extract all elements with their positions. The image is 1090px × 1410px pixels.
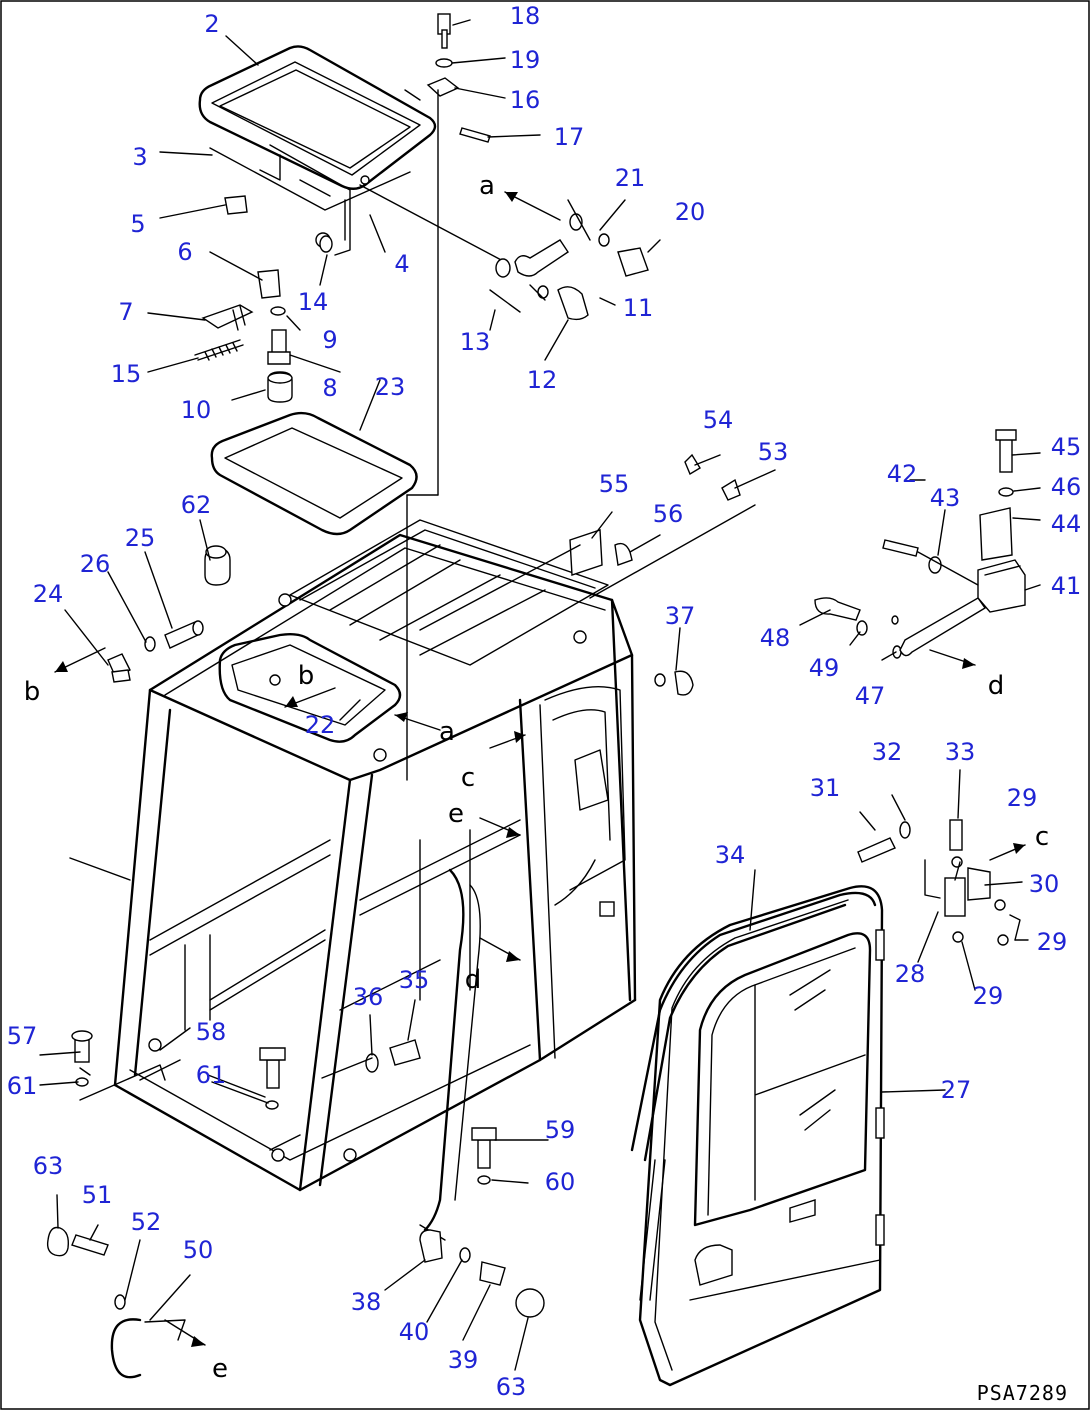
callout: 9	[322, 326, 337, 354]
callout: 39	[448, 1346, 479, 1374]
view-letter: c	[461, 763, 475, 793]
callout: 59	[545, 1116, 576, 1144]
callout: 28	[895, 960, 926, 988]
callout: 58	[196, 1018, 227, 1046]
callout: 30	[1029, 870, 1060, 898]
callout: 7	[118, 298, 133, 326]
drawing-code: PSA7289	[977, 1381, 1068, 1405]
callout: 29	[1007, 784, 1038, 812]
callout: 23	[375, 373, 406, 401]
view-letter: c	[1035, 822, 1049, 852]
callout: 12	[527, 366, 558, 394]
callout: 44	[1051, 510, 1082, 538]
callout: 38	[351, 1288, 382, 1316]
callout: 51	[82, 1181, 113, 1209]
callout: 3	[132, 143, 147, 171]
callout: 40	[399, 1318, 430, 1346]
lower-parts	[46, 1030, 545, 1379]
view-arrows	[54, 191, 1026, 1347]
view-letter: a	[439, 717, 455, 747]
callout: 24	[33, 580, 64, 608]
callout: 49	[809, 654, 840, 682]
callout: 6	[177, 238, 192, 266]
callout: 37	[665, 602, 696, 630]
callout: 2	[204, 10, 219, 38]
callout: 54	[703, 406, 734, 434]
callout: 29	[973, 982, 1004, 1010]
hatch-lock-parts	[194, 195, 333, 403]
cab-frame	[113, 519, 637, 1232]
callout: 15	[111, 360, 142, 388]
callout: 42	[887, 460, 918, 488]
hatch-seal	[210, 411, 418, 536]
view-letter: e	[448, 799, 464, 829]
callout: 34	[715, 841, 746, 869]
callout: 56	[653, 500, 684, 528]
view-letter: a	[479, 171, 495, 201]
view-letter: b	[298, 661, 315, 691]
callout: 8	[322, 374, 337, 402]
callout: 61	[7, 1072, 38, 1100]
callout: 16	[510, 86, 541, 114]
callout-labels: 2 3 4 5 6 7 8 9 10 11 12 13 14 15 16 17 …	[7, 2, 1082, 1401]
view-letter: d	[465, 965, 482, 995]
callout: 48	[760, 624, 791, 652]
callout: 61	[196, 1061, 227, 1089]
callout: 43	[930, 484, 961, 512]
callout: 47	[855, 682, 886, 710]
hatch-hinge-parts	[359, 13, 649, 781]
callout: 27	[941, 1076, 972, 1104]
door-lock-parts	[814, 429, 1026, 659]
callout: 41	[1051, 572, 1082, 600]
callout: 63	[33, 1152, 64, 1180]
callout: 29	[1037, 928, 1068, 956]
callout: 25	[125, 524, 156, 552]
callout: 31	[810, 774, 841, 802]
roof-hatch	[198, 45, 437, 256]
callout: 4	[394, 250, 409, 278]
callout: 18	[510, 2, 541, 30]
callout: 57	[7, 1022, 38, 1050]
callout: 13	[460, 328, 491, 356]
callout: 55	[599, 470, 630, 498]
view-letter-labels: a a b b c c d d e e	[24, 171, 1049, 1384]
callout: 35	[399, 966, 430, 994]
callout: 26	[80, 550, 111, 578]
door-assembly	[630, 885, 885, 1387]
leader-lines	[39, 19, 1041, 1371]
callout: 33	[945, 738, 976, 766]
callout: 10	[181, 396, 212, 424]
rear-parts	[419, 453, 756, 696]
view-letter: b	[24, 677, 41, 707]
callout: 52	[131, 1208, 162, 1236]
callout: 22	[305, 711, 336, 739]
callout: 11	[623, 294, 654, 322]
callout: 5	[130, 210, 145, 238]
side-lock-parts	[107, 545, 231, 683]
view-letter: d	[988, 671, 1005, 701]
callout: 60	[545, 1168, 576, 1196]
callout: 19	[510, 46, 541, 74]
callout: 46	[1051, 473, 1082, 501]
view-letter: e	[212, 1354, 228, 1384]
callout: 20	[675, 198, 706, 226]
callout: 62	[181, 491, 212, 519]
callout: 36	[353, 983, 384, 1011]
callout: 53	[758, 438, 789, 466]
callout: 63	[496, 1373, 527, 1401]
hinge-parts	[857, 819, 1021, 946]
callout: 14	[298, 288, 329, 316]
callout: 32	[872, 738, 903, 766]
callout: 50	[183, 1236, 214, 1264]
callout: 45	[1051, 433, 1082, 461]
callout: 17	[554, 123, 585, 151]
callout: 21	[615, 164, 646, 192]
